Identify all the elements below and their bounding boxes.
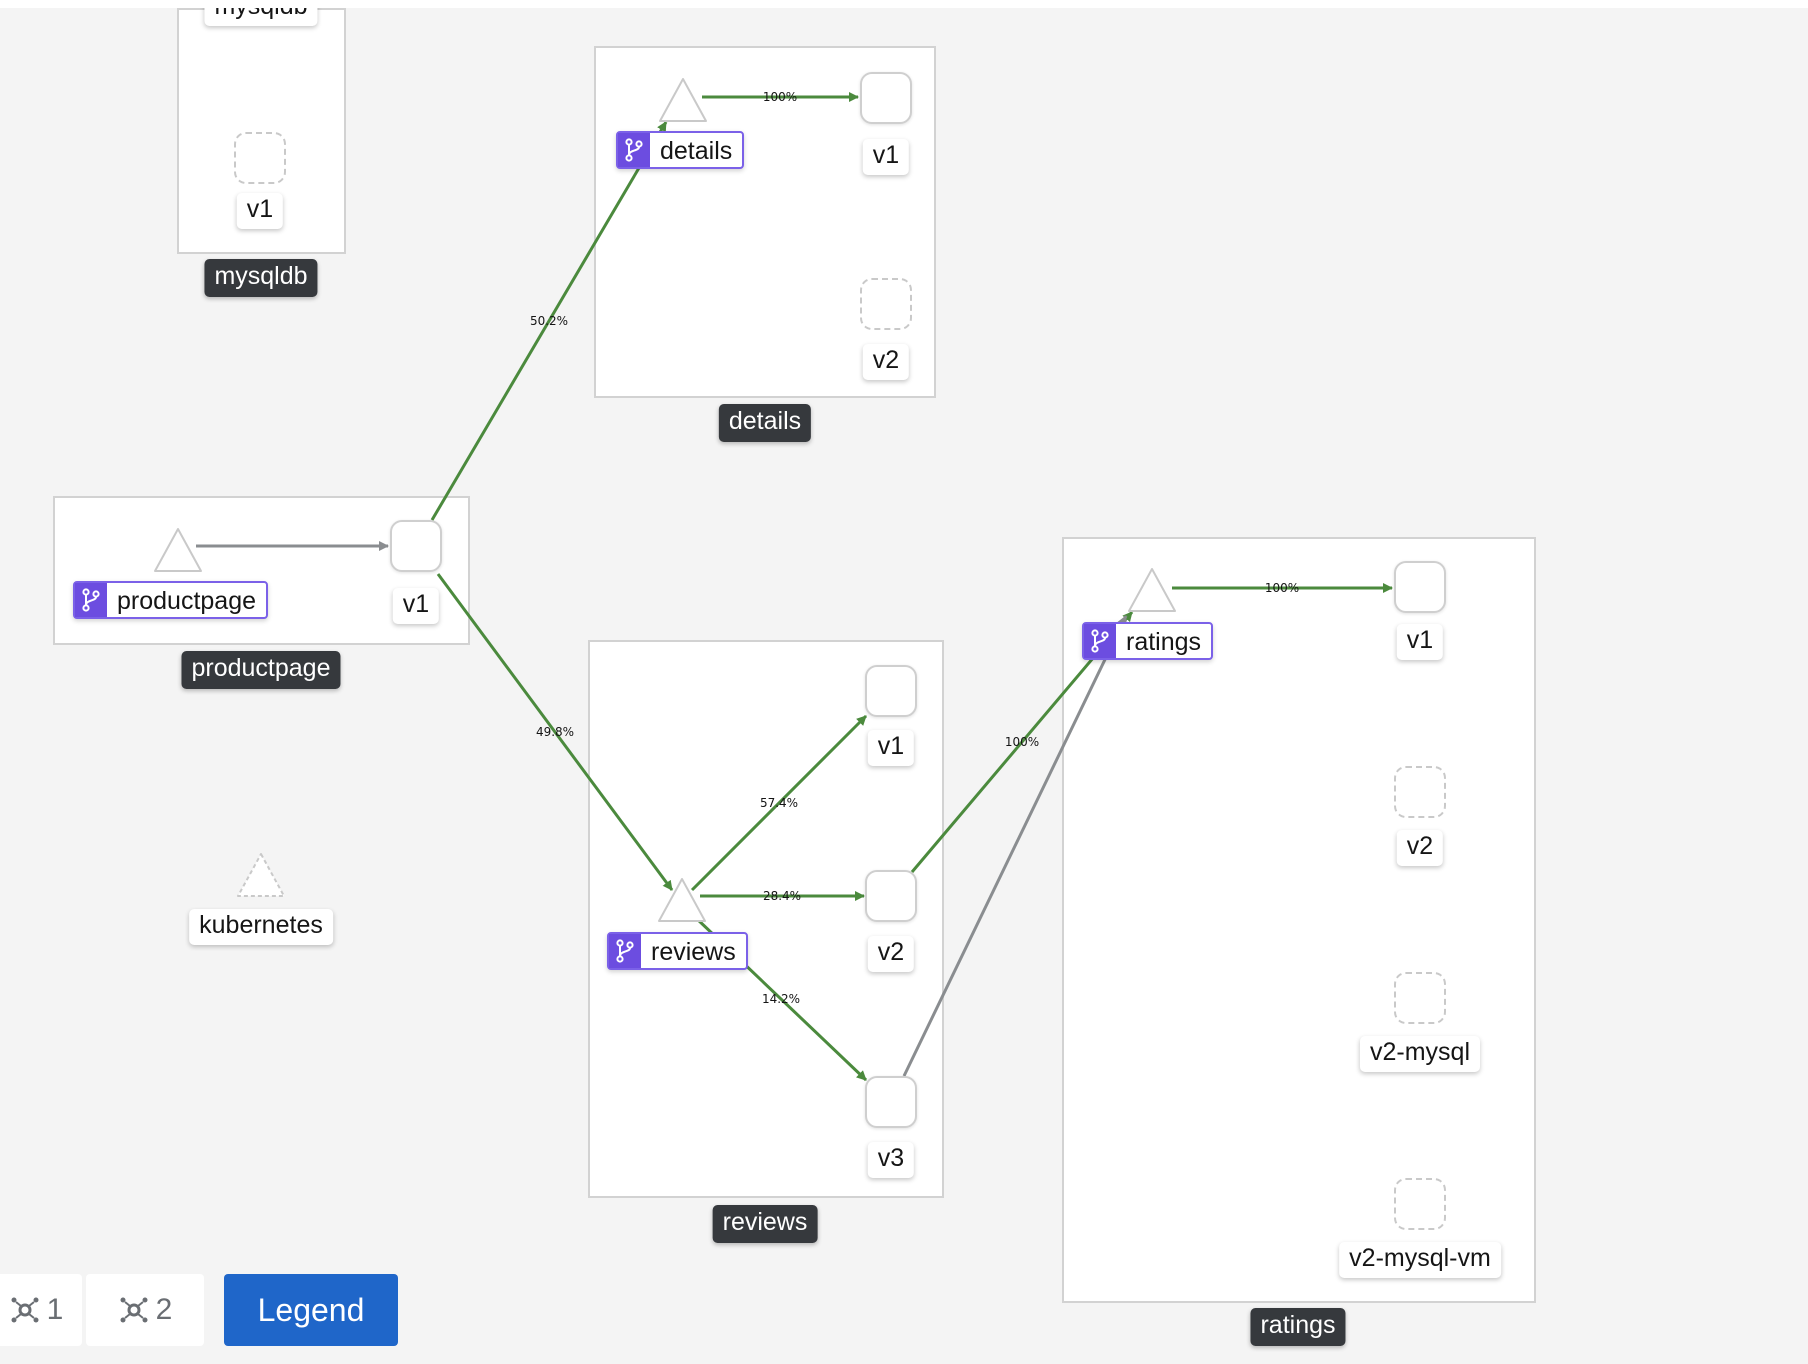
edge-productpage-v1-to-details-service[interactable] xyxy=(430,121,668,521)
group-label-reviews[interactable]: reviews xyxy=(712,1205,818,1243)
edge-productpage-v1-to-reviews-service[interactable] xyxy=(436,573,674,891)
zoom-level-2-button[interactable]: 2 xyxy=(86,1274,204,1346)
edge-label: 57.4% xyxy=(760,796,798,810)
service-badge-label: reviews xyxy=(651,938,736,966)
edge-label: 50.2% xyxy=(530,314,568,328)
workload-label-reviews-v3[interactable]: v3 xyxy=(867,1142,915,1178)
edges-layer: 100% 50.2% 49.8% 57.4% 28.4% 14.2% 100% 100% xyxy=(196,90,1393,1082)
service-node-kubernetes[interactable] xyxy=(235,851,287,899)
edge-label: 100% xyxy=(763,90,797,104)
service-node-details[interactable] xyxy=(657,76,709,124)
edge-label: 14.2% xyxy=(762,992,800,1006)
workload-label-ratings-v2[interactable]: v2 xyxy=(1396,830,1444,866)
zoom-level-1-button[interactable]: 1 xyxy=(0,1274,82,1346)
workload-label-details-v1[interactable]: v1 xyxy=(862,139,910,175)
workload-reviews-v1[interactable] xyxy=(865,665,917,717)
zoom-level-1-label: 1 xyxy=(46,1293,64,1326)
branch-icon xyxy=(609,934,641,968)
workload-label-details-v2[interactable]: v2 xyxy=(862,344,910,380)
edge-label: 49.8% xyxy=(536,725,574,739)
topology-icon xyxy=(120,1297,148,1323)
workload-details-v1[interactable] xyxy=(860,72,912,124)
service-badge-productpage[interactable]: productpage xyxy=(73,581,269,619)
workload-label-reviews-v2[interactable]: v2 xyxy=(867,936,915,972)
service-label-mysqldb-top[interactable]: mysqldb xyxy=(204,8,318,26)
branch-icon xyxy=(75,583,107,617)
workload-ratings-v2[interactable] xyxy=(1394,766,1446,818)
service-node-productpage[interactable] xyxy=(152,526,204,574)
workload-label-productpage-v1[interactable]: v1 xyxy=(392,588,440,624)
graph-canvas[interactable]: 100% 50.2% 49.8% 57.4% 28.4% 14.2% 100% 100% my… xyxy=(0,8,1808,1364)
workload-label-mysqldb-v1[interactable]: v1 xyxy=(236,193,284,229)
workload-label-ratings-v1[interactable]: v1 xyxy=(1396,624,1444,660)
group-label-ratings[interactable]: ratings xyxy=(1250,1308,1346,1346)
workload-label-reviews-v1[interactable]: v1 xyxy=(867,730,915,766)
workload-ratings-v1[interactable] xyxy=(1394,561,1446,613)
group-label-mysqldb[interactable]: mysqldb xyxy=(204,259,318,297)
group-label-productpage[interactable]: productpage xyxy=(181,651,341,689)
service-label-kubernetes[interactable]: kubernetes xyxy=(189,909,333,945)
workload-ratings-v2-mysql-vm[interactable] xyxy=(1394,1178,1446,1230)
service-badge-label: ratings xyxy=(1126,628,1202,656)
group-box-ratings[interactable] xyxy=(1062,537,1536,1303)
branch-icon xyxy=(1084,624,1116,658)
service-badge-label: details xyxy=(660,137,733,165)
edge-label: 28.4% xyxy=(763,889,801,903)
workload-reviews-v3[interactable] xyxy=(865,1076,917,1128)
workload-productpage-v1[interactable] xyxy=(390,520,442,572)
legend-button[interactable]: Legend xyxy=(224,1274,398,1346)
workload-details-v2[interactable] xyxy=(860,278,912,330)
service-node-reviews[interactable] xyxy=(656,876,708,924)
service-badge-label: productpage xyxy=(117,587,257,615)
topology-icon xyxy=(11,1297,39,1323)
edge-label: 100% xyxy=(1265,581,1299,595)
edge-reviews-service-to-reviews-v1[interactable] xyxy=(690,714,868,892)
service-badge-reviews[interactable]: reviews xyxy=(607,932,748,970)
workload-ratings-v2-mysql[interactable] xyxy=(1394,972,1446,1024)
service-badge-ratings[interactable]: ratings xyxy=(1082,622,1214,660)
service-badge-details[interactable]: details xyxy=(616,131,745,169)
group-label-details[interactable]: details xyxy=(718,404,812,442)
workload-reviews-v2[interactable] xyxy=(865,870,917,922)
edge-reviews-v3-to-ratings-service[interactable] xyxy=(902,615,1128,1077)
workload-mysqldb-v1[interactable] xyxy=(234,132,286,184)
branch-icon xyxy=(618,133,650,167)
workload-label-ratings-v2-mysql-vm[interactable]: v2-mysql-vm xyxy=(1339,1242,1501,1278)
edge-label: 100% xyxy=(1005,735,1039,749)
workload-label-ratings-v2-mysql[interactable]: v2-mysql xyxy=(1359,1036,1481,1072)
zoom-level-2-label: 2 xyxy=(155,1293,173,1326)
service-node-ratings[interactable] xyxy=(1126,566,1178,614)
